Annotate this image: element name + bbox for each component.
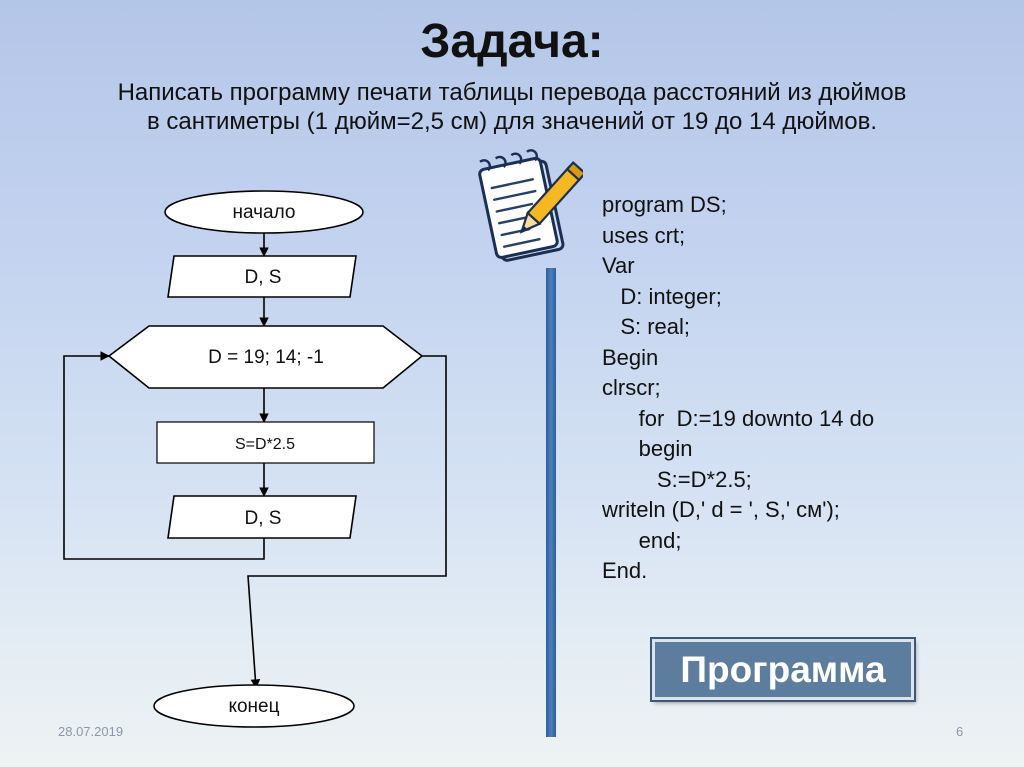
code-line: S: real; [602, 314, 691, 339]
code-line: D: integer; [602, 283, 722, 309]
code-line: end; [602, 527, 682, 553]
start-label: начало [233, 202, 296, 223]
page-number: 6 [956, 724, 964, 739]
footer-date: 28.07.2019 [58, 724, 124, 739]
code-line: S:=D*2.5; [602, 466, 752, 492]
notepad-pencil-icon [478, 149, 583, 262]
task-line-2: в сантиметры (1 дюйм=2,5 см) для значени… [146, 108, 878, 135]
task-line-1: Написать программу печати таблицы перево… [117, 79, 907, 106]
loop-exit-arrow [247, 355, 447, 689]
loop-hexagon: D = 19; 14; -1 [107, 325, 424, 389]
vertical-divider [546, 268, 556, 737]
code-line: begin [602, 436, 693, 461]
end-label: конец [228, 696, 279, 717]
input-parallelogram: D, S [167, 255, 357, 298]
loop-label: D = 19; 14; -1 [208, 347, 324, 368]
code-line: writeln (D,' d = ', S,' см'); [602, 497, 840, 522]
code-listing: program DS; uses crt; Var D: integer; S:… [602, 190, 874, 587]
code-line: for D:=19 downto 14 do [602, 405, 875, 431]
code-line: program DS; [602, 192, 727, 217]
process-label: S=D*2.5 [235, 436, 295, 453]
code-line: clrscr; [602, 375, 661, 400]
start-terminator: начало [164, 190, 364, 234]
code-line: End. [602, 558, 648, 583]
code-line: uses crt; [602, 222, 686, 248]
task-description: Написать программу печати таблицы перево… [0, 78, 1024, 136]
process-rect: S=D*2.5 [156, 421, 375, 464]
slide-title: Задача: [420, 15, 604, 68]
code-line: Begin [602, 344, 659, 370]
program-button[interactable]: Программа [652, 639, 914, 700]
output-parallelogram: D, S [167, 495, 357, 539]
output-label: D, S [245, 508, 282, 529]
loop-back-arrow [63, 351, 265, 560]
input-label: D, S [245, 267, 282, 288]
end-terminator: конец [153, 684, 355, 728]
code-line: Var [602, 253, 635, 278]
